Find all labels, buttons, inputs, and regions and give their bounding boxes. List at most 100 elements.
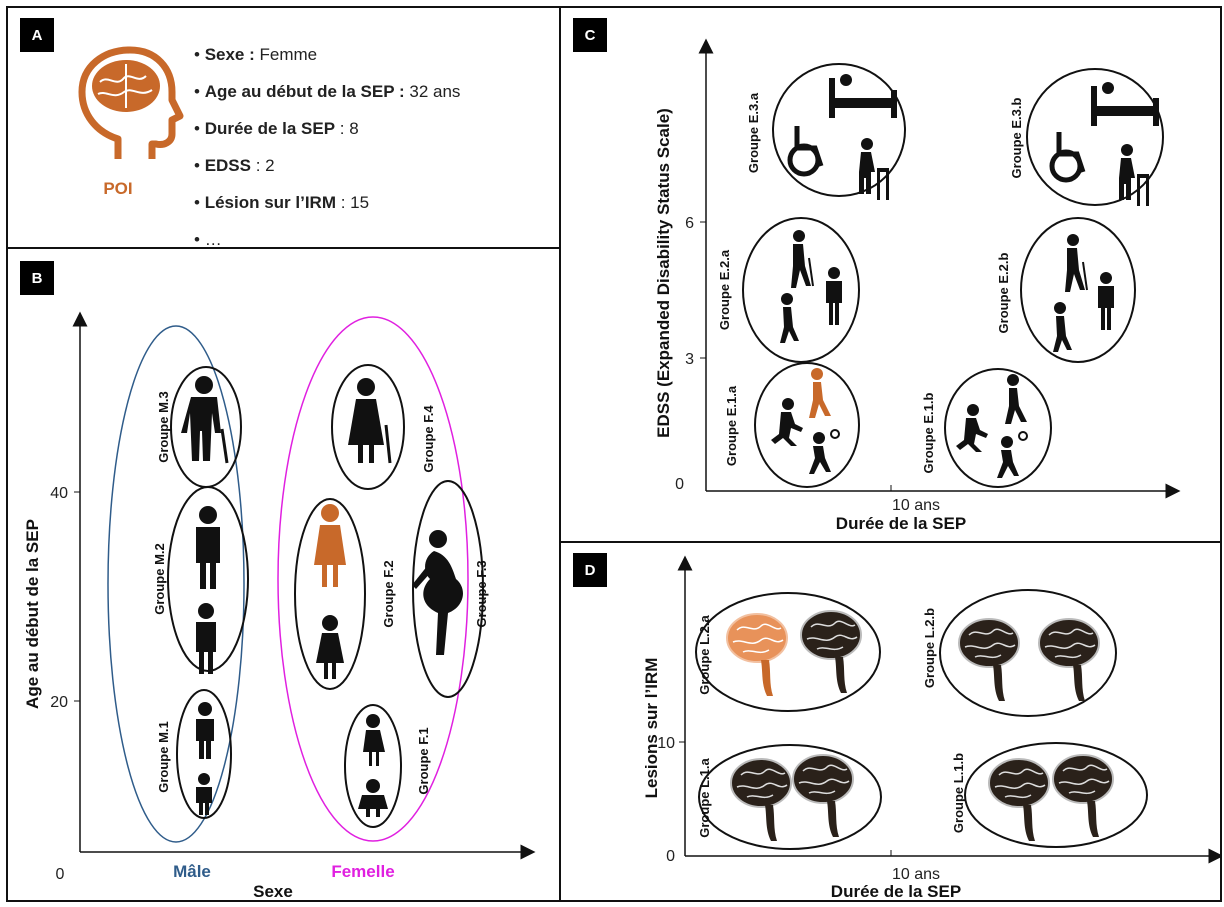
pregnant-woman-icon (412, 530, 463, 655)
c-ylabel: EDSS (Expanded Disability Status Scale) (654, 108, 673, 438)
walker-icon (859, 138, 889, 200)
poi-attr-sexe: • Sexe : Femme (194, 45, 318, 64)
elderly-cane-icon (1065, 234, 1088, 292)
panel-a: A POI • Sexe : Femme • Age au début de l… (6, 6, 561, 249)
group-e3b-label: Groupe E.3.b (1009, 97, 1024, 178)
brain-icon (988, 758, 1050, 842)
group-f3-ellipse (412, 480, 484, 698)
group-m2-label: Groupe M.2 (152, 543, 167, 615)
group-e1a-label: Groupe E.1.a (724, 385, 739, 466)
brain-icon (958, 618, 1020, 702)
b-xcat-male: Mâle (173, 862, 211, 881)
wheelchair-icon (787, 126, 824, 177)
group-e2b-label: Groupe E.2.b (996, 252, 1011, 333)
walker-icon (1119, 144, 1149, 206)
small-girl-icon (363, 714, 385, 766)
group-e3a-circle (772, 63, 906, 197)
elderly-woman-icon (348, 378, 392, 464)
walking-person-icon (1005, 374, 1027, 424)
c-ytick-6: 6 (685, 215, 694, 232)
standing-man-icon (826, 267, 842, 325)
girl-icon (316, 615, 344, 679)
boy-icon (196, 603, 216, 674)
group-f2-label: Groupe F.2 (381, 560, 396, 627)
d-ylabel: Lesions sur l’IRM (642, 658, 661, 799)
panel-b: B 40 20 0 Age au début de la SEP Sexe Mâ… (6, 247, 561, 902)
man-icon (196, 506, 220, 589)
poi-attr-age: • Age au début de la SEP : 32 ans (194, 82, 461, 101)
brain-icon (1038, 618, 1100, 702)
group-f1-label: Groupe F.1 (416, 727, 431, 794)
baby-girl-icon (358, 779, 388, 817)
standing-man-icon (1098, 272, 1114, 330)
wheelchair-icon (1049, 132, 1086, 183)
group-f4-ellipse (331, 364, 405, 490)
group-e2a-ellipse (742, 217, 860, 363)
panel-d-tag: D (573, 553, 607, 587)
group-m1-label: Groupe M.1 (156, 721, 171, 793)
brain-icon (800, 610, 862, 694)
group-f3-label: Groupe F.3 (474, 560, 489, 627)
group-l2b-ellipse (939, 589, 1117, 717)
woman-highlight-icon (314, 504, 346, 587)
d-xlabel: Durée de la SEP (831, 882, 961, 900)
panel-a-tag: A (20, 18, 54, 52)
panel-d: D 10 0 10 ans Durée de la SEP Lesions su… (559, 541, 1222, 902)
poi-attr-more: • … (194, 230, 222, 249)
poi-head-icon: POI (78, 46, 184, 198)
elderly-cane-icon (791, 230, 814, 288)
b-ytick-40: 40 (50, 485, 68, 502)
tennis-player-icon (809, 429, 840, 474)
male-cluster-ellipse (107, 325, 245, 843)
group-l1a-label: Groupe L.1.a (697, 758, 712, 838)
poi-attr-lesion: • Lésion sur l’IRM : 15 (194, 193, 370, 212)
bed-icon (1091, 82, 1159, 126)
b-ylabel: Age au début de la SEP (23, 519, 42, 709)
d-xtick-10: 10 ans (892, 866, 940, 883)
toddler-icon (196, 773, 212, 815)
group-l2a-label: Groupe L.2.a (697, 615, 712, 695)
group-f2-ellipse (294, 498, 366, 690)
group-f1-ellipse (344, 704, 402, 828)
poi-attr-duree: • Durée de la SEP : 8 (194, 119, 359, 138)
group-e3a-label: Groupe E.3.a (746, 92, 761, 173)
group-e1b-ellipse (944, 368, 1052, 488)
female-cluster-ellipse (277, 316, 469, 842)
d-ytick-0: 0 (666, 848, 675, 865)
panel-b-figure: 40 20 0 Age au début de la SEP Sexe Mâle… (23, 311, 536, 900)
b-xcat-female: Femelle (331, 862, 394, 881)
running-person-icon (771, 398, 803, 446)
d-ytick-10: 10 (657, 735, 675, 752)
b-xlabel: Sexe (253, 882, 293, 900)
c-xtick-10: 10 ans (892, 497, 940, 514)
child-icon (196, 702, 214, 759)
poi-attr-edss: • EDSS : 2 (194, 156, 275, 175)
b-origin: 0 (56, 866, 65, 883)
group-e1b-label: Groupe E.1.b (921, 392, 936, 473)
elderly-man-icon (181, 376, 229, 464)
b-ytick-20: 20 (50, 694, 68, 711)
poi-label: POI (103, 179, 132, 198)
group-m1-ellipse (176, 689, 232, 819)
brain-icon (792, 754, 854, 838)
group-l2b-label: Groupe L.2.b (922, 608, 937, 688)
tennis-player-icon (997, 431, 1028, 478)
brain-icon (730, 758, 792, 842)
group-l1a-ellipse (698, 744, 882, 850)
brain-icon (1052, 754, 1114, 838)
group-l1b-ellipse (964, 742, 1148, 848)
group-l1b-label: Groupe L.1.b (951, 753, 966, 833)
panel-c-tag: C (573, 18, 607, 52)
panel-c: C 6 3 0 10 ans Durée de la SEP EDSS (Exp… (559, 6, 1222, 543)
group-e2a-label: Groupe E.2.a (717, 249, 732, 330)
poi-attribute-list: • Sexe : Femme • Age au début de la SEP … (194, 42, 460, 264)
c-ytick-0: 0 (675, 476, 684, 493)
running-person-icon (956, 404, 988, 452)
walking-person-icon (780, 293, 799, 343)
panel-d-figure: 10 0 10 ans Durée de la SEP Lesions sur … (642, 555, 1220, 900)
group-e2b-ellipse (1020, 217, 1136, 363)
c-ytick-3: 3 (685, 351, 694, 368)
group-e3b-circle (1026, 68, 1164, 206)
walking-person-icon (1053, 302, 1072, 352)
panel-c-figure: 6 3 0 10 ans Durée de la SEP EDSS (Expan… (654, 38, 1181, 533)
